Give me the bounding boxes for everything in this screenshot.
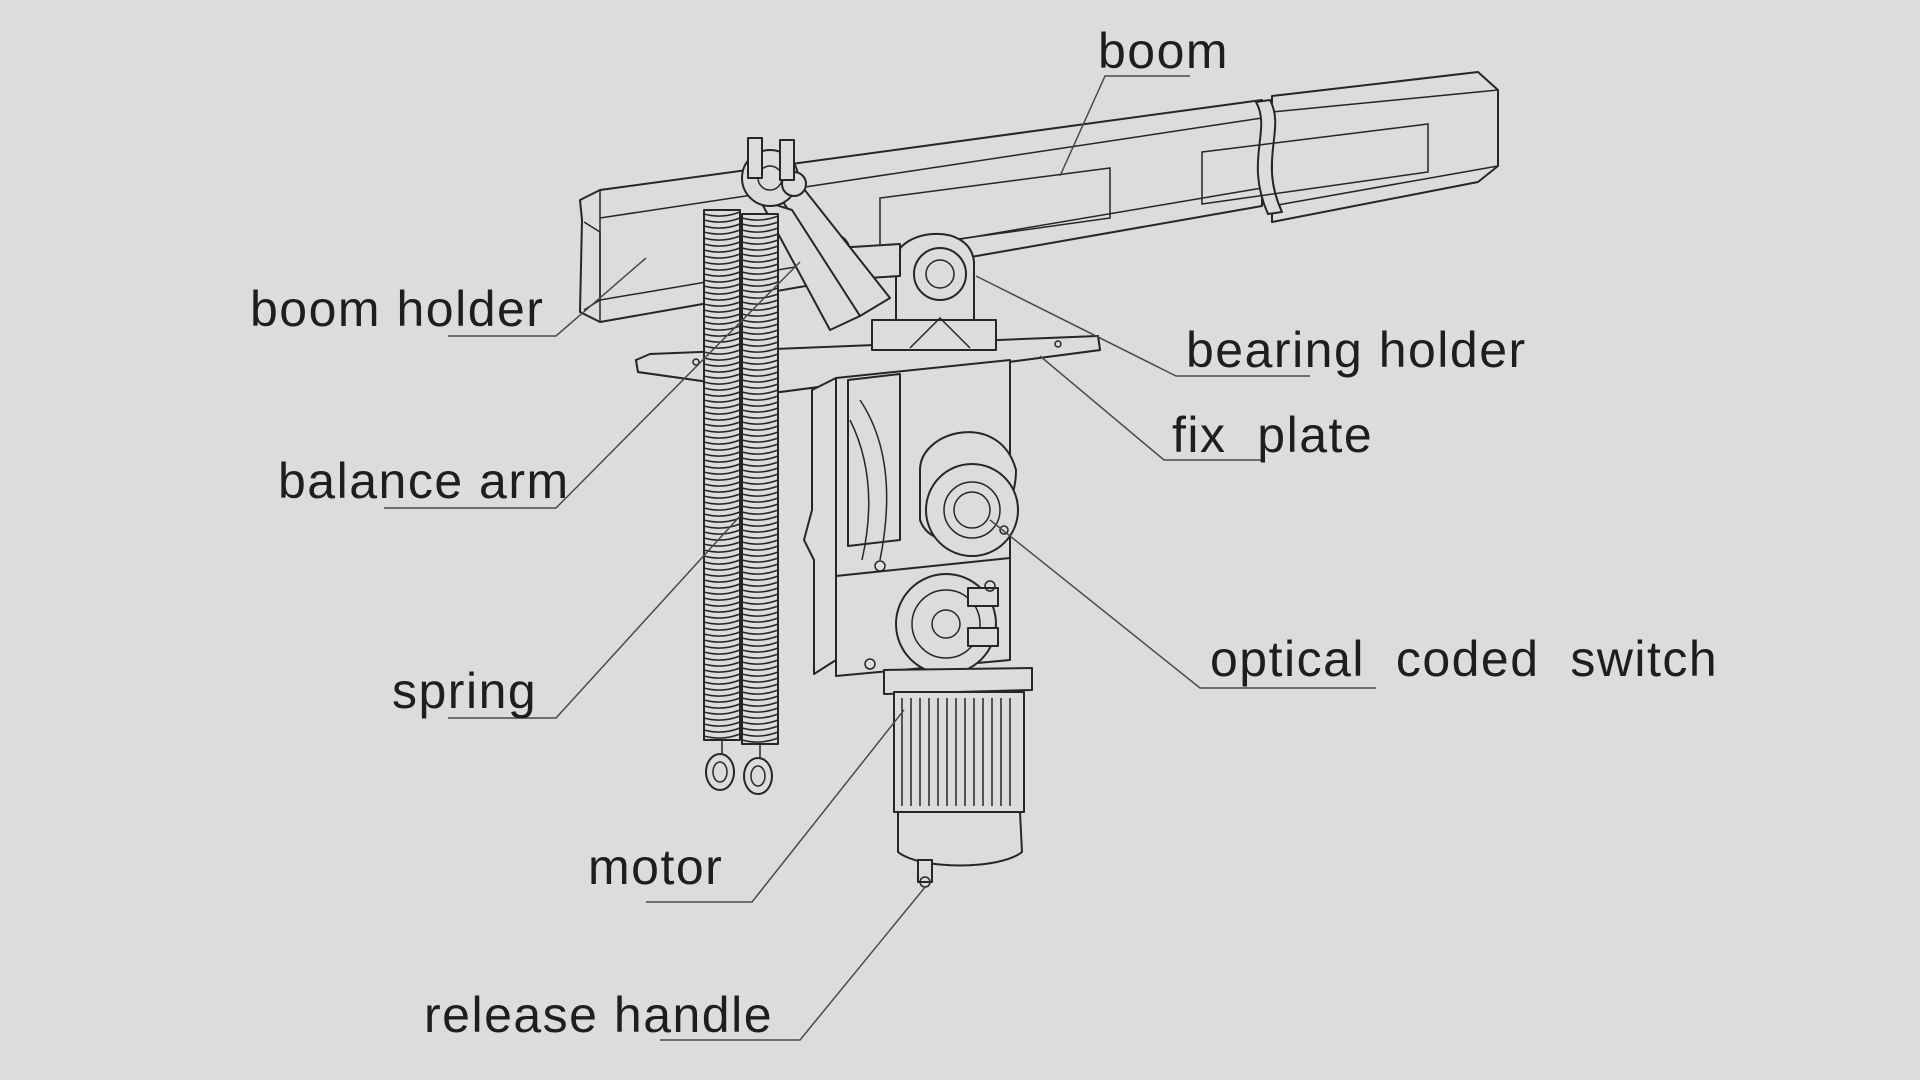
label-bearing-holder: bearing holder [1186,322,1527,378]
balance-arm-drawing [741,137,891,331]
spring-coil-1 [703,209,741,791]
leader-line-boom [1059,75,1190,177]
label-fix-plate: fix plate [1172,407,1374,463]
leader-line-fix-plate [1039,355,1262,461]
spring-coil-2 [741,213,779,795]
label-boom: boom [1098,23,1230,79]
leader-line-bearing-holder [975,275,1310,377]
springs-drawing [703,209,779,795]
leader-lines [384,75,1376,1041]
leader-line-balance-arm [384,261,801,509]
leader-line-boom-holder [448,257,647,337]
label-spring: spring [392,663,538,719]
label-release-handle: release handle [424,987,774,1043]
label-balance-arm: balance arm [278,453,570,509]
leader-line-motor [646,709,905,903]
gear-housing-drawing [803,359,1019,677]
label-boom-holder: boom holder [250,281,545,337]
leader-line-release-handle [660,885,927,1041]
label-optical-coded-switch: optical coded switch [1210,631,1719,687]
leader-line-spring [448,515,741,719]
motor-drawing [883,667,1033,888]
leader-line-optical-coded-switch [989,519,1376,689]
label-motor: motor [588,839,724,895]
